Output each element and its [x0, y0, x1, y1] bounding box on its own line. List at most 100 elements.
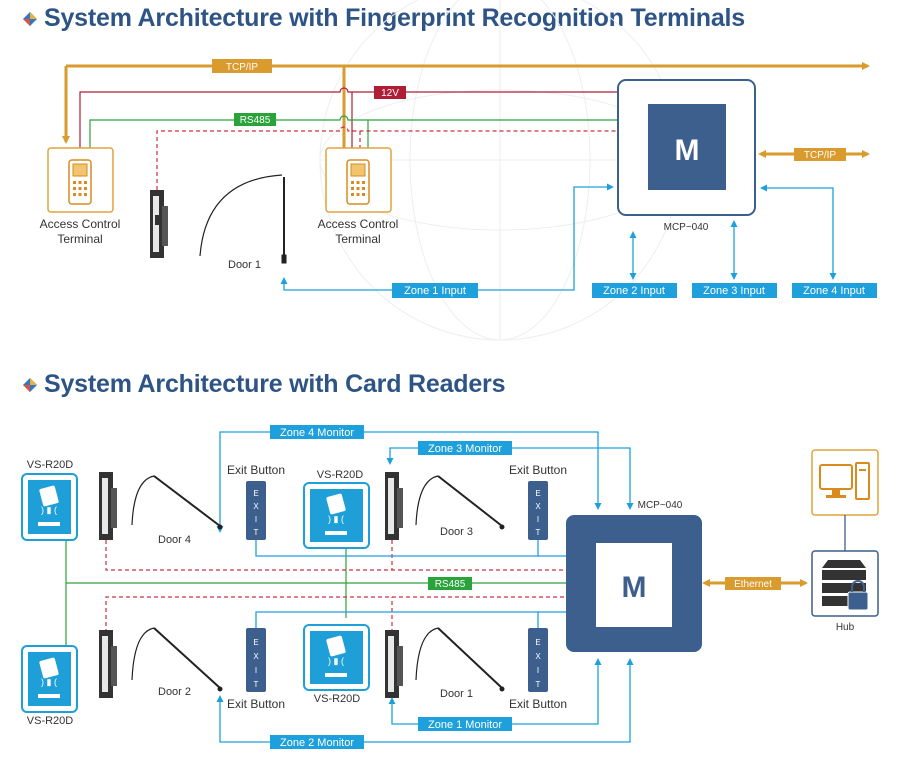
svg-text:X: X [253, 652, 259, 661]
tcpip-bus [62, 62, 870, 148]
door-3-label: Door 3 [440, 526, 473, 538]
hub-label: Hub [836, 622, 855, 633]
svg-text:I: I [255, 515, 257, 524]
svg-text:I: I [537, 666, 539, 675]
exit-button-top-left: Exit Button E X I T [227, 463, 285, 540]
svg-text:Zone 1 Input: Zone 1 Input [404, 285, 466, 297]
svg-text:T: T [254, 680, 259, 689]
svg-text:I: I [537, 515, 539, 524]
door-1-icon [415, 627, 505, 692]
door-2-icon [131, 627, 223, 692]
svg-text:Access Control: Access Control [40, 217, 121, 231]
ethernet-link: Ethernet [702, 577, 808, 590]
fingerprint-terminal-icon [346, 159, 370, 205]
svg-text:X: X [535, 652, 541, 661]
svg-text:MCP~040: MCP~040 [638, 500, 683, 511]
zone4-input-label: Zone 4 Input [792, 283, 877, 298]
panel-tcpip-link: TCP/IP [758, 148, 870, 161]
door-1-label-2: Door 1 [440, 688, 473, 700]
mcp-panel-2: MCP~040 M [566, 500, 702, 652]
svg-text:M: M [622, 571, 647, 604]
svg-text:) ▮ (: ) ▮ ( [41, 677, 57, 687]
section1-title: System Architecture with Fingerprint Rec… [22, 4, 745, 33]
diamond-bullet-icon [23, 12, 37, 27]
svg-text:T: T [254, 528, 259, 537]
svg-text:T: T [536, 528, 541, 537]
card-reader-bottom-middle: ) ▮ ( VS-R20D [303, 624, 370, 705]
electric-lock-icon [385, 472, 403, 540]
rs485-bus-2 [65, 540, 566, 646]
zone4-monitor-label: Zone 4 Monitor [270, 425, 364, 439]
svg-text:VS-R20D: VS-R20D [27, 459, 74, 471]
svg-text:TCP/IP: TCP/IP [226, 62, 259, 73]
door-2-label: Door 2 [158, 686, 191, 698]
electric-lock-icon [385, 630, 403, 698]
svg-text:Ethernet: Ethernet [734, 579, 772, 590]
door-4-icon [131, 475, 223, 530]
lock-wire-1 [156, 126, 618, 190]
electric-lock-icon [150, 190, 168, 258]
svg-text:M: M [675, 134, 700, 167]
access-control-terminal-middle: Access Control Terminal [318, 147, 398, 246]
svg-text:Zone 4 Monitor: Zone 4 Monitor [280, 427, 354, 439]
svg-text:Terminal: Terminal [57, 232, 102, 246]
svg-text:Zone 3 Input: Zone 3 Input [703, 285, 765, 297]
svg-text:Exit Button: Exit Button [509, 463, 567, 477]
svg-text:X: X [535, 502, 541, 511]
svg-text:Exit Button: Exit Button [227, 463, 285, 477]
door-1-icon [199, 174, 287, 264]
electric-lock-icon [99, 630, 117, 698]
rs485-label-2: RS485 [428, 577, 472, 590]
card-reader-bottom-left: ) ▮ ( VS-R20D [21, 645, 78, 727]
svg-text:Exit Button: Exit Button [509, 697, 567, 711]
svg-text:Zone 3 Monitor: Zone 3 Monitor [428, 443, 502, 455]
hub-server-icon [811, 550, 879, 617]
svg-text:RS485: RS485 [435, 579, 466, 590]
svg-text:Zone 1 Monitor: Zone 1 Monitor [428, 719, 502, 731]
fingerprint-terminal-icon [68, 159, 92, 205]
zone1-path [280, 183, 614, 291]
zone3-input-label: Zone 3 Input [692, 283, 777, 298]
svg-text:VS-R20D: VS-R20D [27, 715, 74, 727]
computer-icon [811, 449, 879, 516]
card-reader-top-left: VS-R20D ) ▮ ( [21, 459, 78, 541]
tcpip-label: TCP/IP [212, 59, 272, 73]
svg-text:VS-R20D: VS-R20D [317, 469, 364, 481]
exit-button-bottom-left: E X I T Exit Button [227, 628, 285, 711]
svg-text:I: I [255, 666, 257, 675]
svg-text:VS-R20D: VS-R20D [314, 693, 361, 705]
svg-text:Terminal: Terminal [335, 232, 380, 246]
svg-text:) ▮ (: ) ▮ ( [328, 514, 344, 524]
svg-text:12V: 12V [381, 88, 399, 99]
rs485-label-1: RS485 [234, 113, 276, 126]
electric-lock-icon [99, 472, 117, 540]
section1-title-text: System Architecture with Fingerprint Rec… [44, 4, 746, 32]
svg-text:E: E [535, 638, 540, 647]
svg-text:E: E [535, 489, 540, 498]
door-1-label: Door 1 [228, 259, 261, 271]
svg-text:) ▮ (: ) ▮ ( [328, 656, 344, 666]
svg-text:MCP~040: MCP~040 [664, 222, 709, 233]
diamond-bullet-icon [23, 378, 37, 393]
section2-title: System Architecture with Card Readers [22, 370, 505, 399]
svg-text:T: T [536, 680, 541, 689]
svg-text:Exit Button: Exit Button [227, 697, 285, 711]
svg-text:Zone 2 Input: Zone 2 Input [603, 285, 665, 297]
svg-text:X: X [253, 502, 259, 511]
svg-text:) ▮ (: ) ▮ ( [41, 505, 57, 515]
power-12v-bus [79, 87, 618, 148]
door-3-icon [415, 475, 505, 530]
zone2-input-label: Zone 2 Input [592, 283, 677, 298]
zone1-input-label: Zone 1 Input [392, 283, 478, 298]
zone2-monitor-label: Zone 2 Monitor [270, 735, 364, 749]
section2-title-text: System Architecture with Card Readers [44, 370, 506, 398]
svg-text:E: E [253, 638, 258, 647]
card-reader-top-middle: VS-R20D ) ▮ ( [303, 469, 370, 549]
svg-text:RS485: RS485 [240, 115, 271, 126]
exit-button-top-right: Exit Button E X I T [509, 463, 567, 540]
mcp-panel-1: M MCP~040 [617, 79, 756, 233]
exit-button-bottom-right: E X I T Exit Button [509, 628, 567, 711]
zone-input-arrows [629, 184, 837, 280]
svg-text:TCP/IP: TCP/IP [804, 150, 837, 161]
